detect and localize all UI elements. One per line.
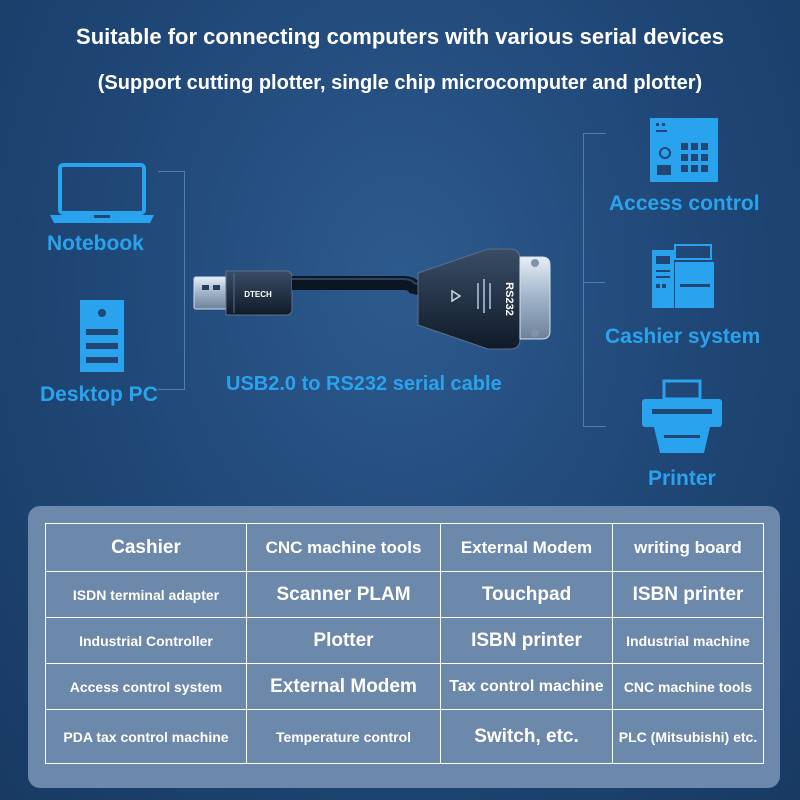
table-cell: External Modem: [440, 523, 613, 572]
table-row: PDA tax control machine Temperature cont…: [45, 709, 764, 764]
page-subtitle: (Support cutting plotter, single chip mi…: [97, 72, 703, 94]
table-cell: ISBN printer: [612, 571, 764, 618]
table-row: Access control system External Modem Tax…: [45, 663, 764, 710]
brand-text: DTECH: [244, 290, 272, 299]
table-cell: Plotter: [246, 617, 441, 664]
cable-caption: USB2.0 to RS232 serial cable: [226, 373, 502, 395]
table-cell: Access control system: [45, 663, 247, 710]
table-cell: PDA tax control machine: [45, 709, 247, 764]
left-bracket-line: [158, 171, 185, 390]
table-cell: PLC (Mitsubishi) etc.: [612, 709, 764, 764]
table-cell: Cashier: [45, 523, 247, 572]
table-cell: Tax control machine: [440, 663, 613, 710]
table-cell: Switch, etc.: [440, 709, 613, 764]
table-cell: Touchpad: [440, 571, 613, 618]
table-cell: Scanner PLAM: [246, 571, 441, 618]
table-row: ISDN terminal adapter Scanner PLAM Touch…: [45, 571, 764, 618]
laptop-icon: [50, 163, 154, 223]
table-row: Cashier CNC machine tools External Modem…: [45, 523, 764, 572]
table-cell: Temperature control: [246, 709, 441, 764]
cashier-register-icon: [652, 244, 714, 308]
access-control-keypad-icon: [650, 118, 718, 182]
cashier-system-label: Cashier system: [605, 325, 761, 348]
desktop-tower-icon: [80, 300, 124, 372]
table-cell: ISBN printer: [440, 617, 613, 664]
table-cell: External Modem: [246, 663, 441, 710]
desktop-pc-label: Desktop PC: [40, 383, 158, 406]
table-row: Industrial Controller Plotter ISBN print…: [45, 617, 764, 664]
page-title: Suitable for connecting computers with v…: [76, 24, 724, 49]
access-control-label: Access control: [609, 192, 760, 215]
table-cell: CNC machine tools: [246, 523, 441, 572]
right-bracket-line: [583, 133, 606, 427]
table-cell: ISDN terminal adapter: [45, 571, 247, 618]
table-cell: Industrial Controller: [45, 617, 247, 664]
table-cell: Industrial machine: [612, 617, 764, 664]
notebook-label: Notebook: [47, 232, 144, 255]
table-cell: CNC machine tools: [612, 663, 764, 710]
right-bracket-mid-line: [583, 282, 605, 283]
compatible-devices-table: Cashier CNC machine tools External Modem…: [45, 523, 764, 764]
table-cell: writing board: [612, 523, 764, 572]
rs232-text: RS232: [503, 282, 515, 316]
printer-icon: [642, 379, 722, 453]
printer-label: Printer: [648, 467, 716, 490]
usb-rs232-cable-image: DTECH RS232: [193, 248, 551, 350]
